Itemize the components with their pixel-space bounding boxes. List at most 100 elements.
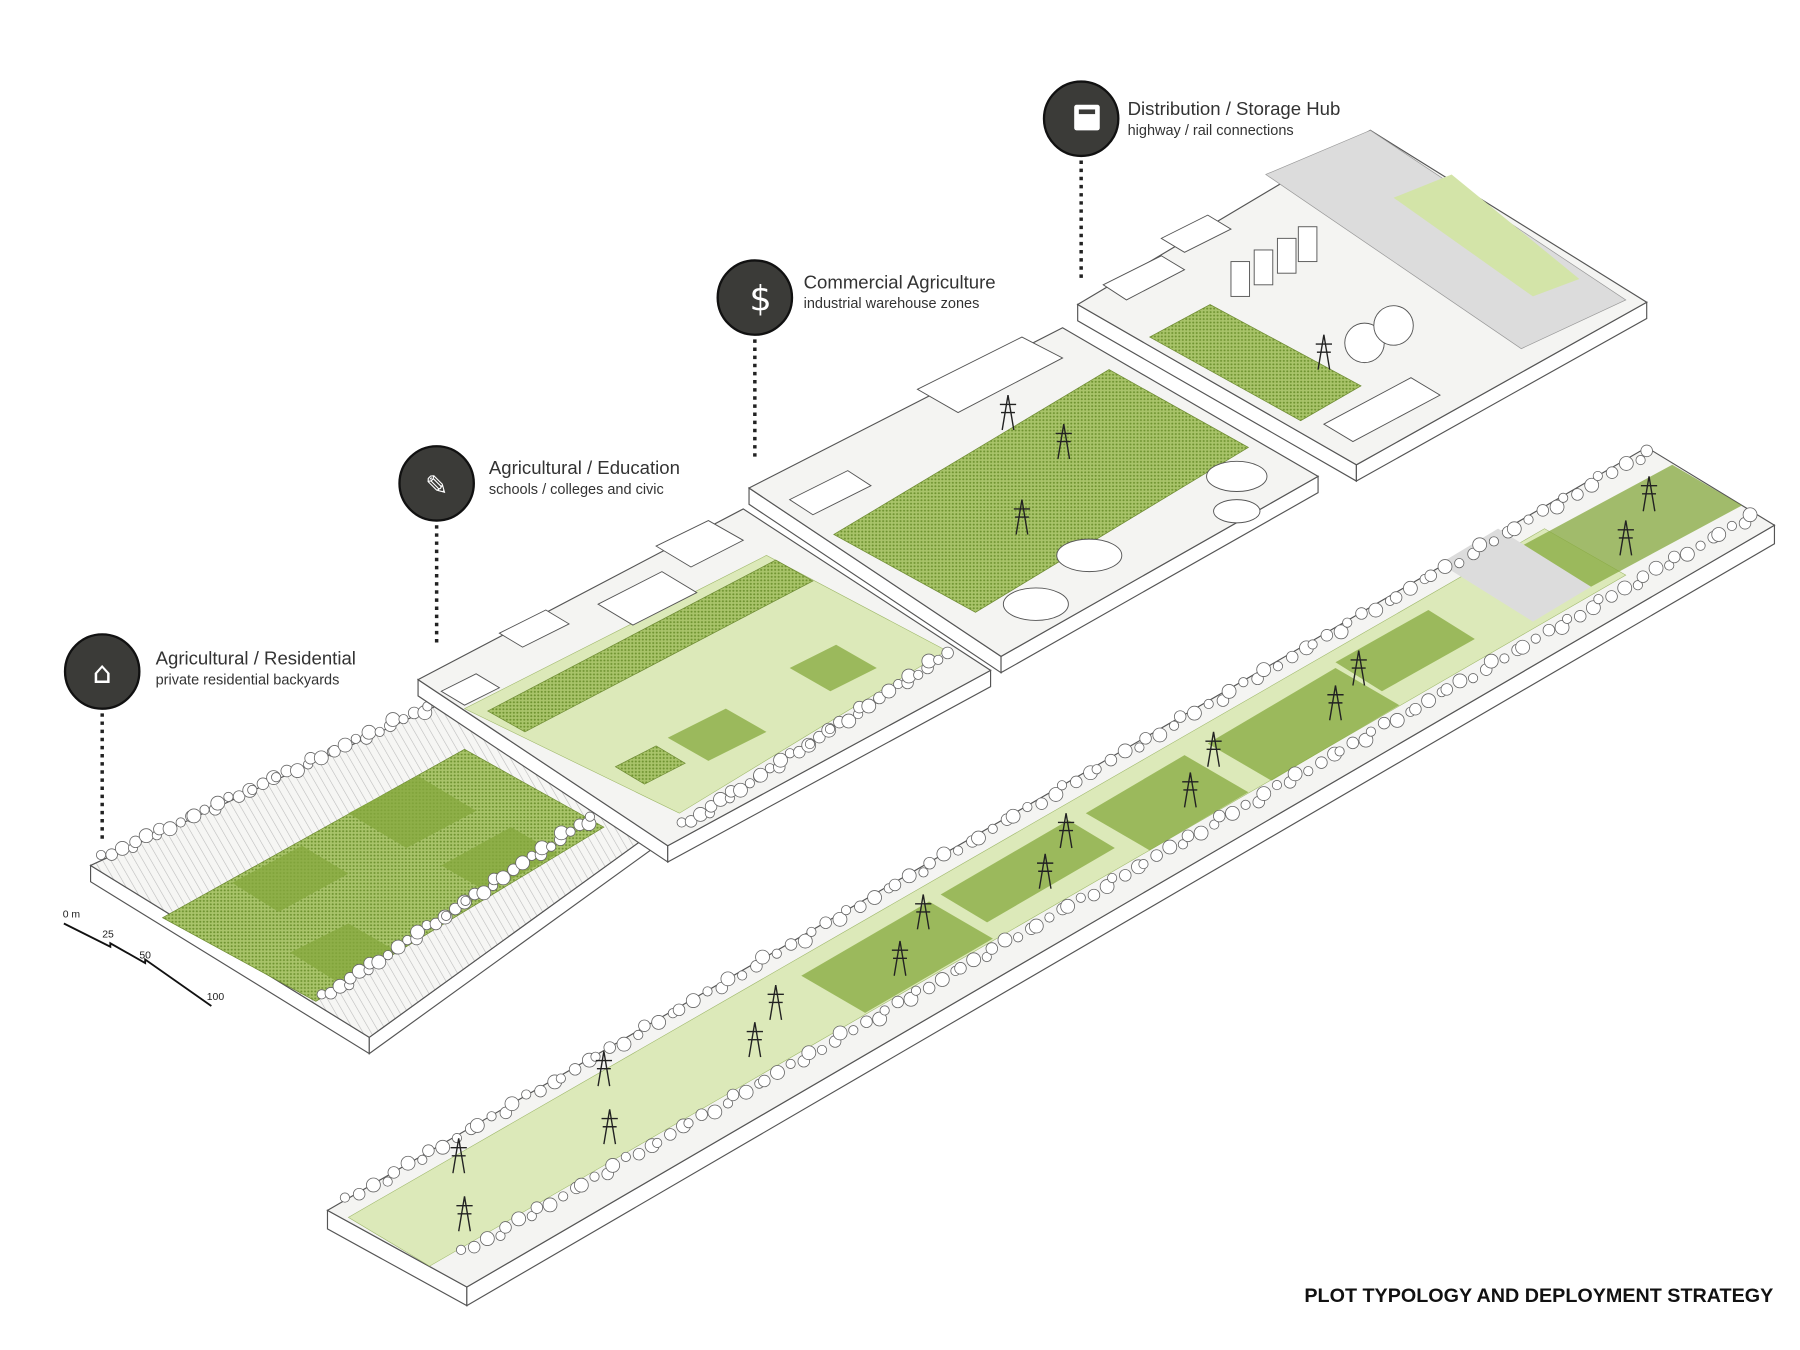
tree (526, 1211, 537, 1222)
tree (1048, 787, 1064, 802)
tree (469, 1118, 485, 1133)
tree (1028, 918, 1044, 934)
tree (1726, 520, 1737, 532)
storage-tank (1002, 460, 1268, 621)
callout-commercial: $ Commercial Agriculture industrial ware… (716, 259, 996, 460)
tree (806, 926, 817, 937)
tree (352, 1187, 366, 1201)
tree (290, 763, 305, 778)
tree (555, 1073, 566, 1084)
tree (1636, 570, 1650, 583)
pylon-icon (595, 1051, 612, 1087)
tree (387, 1166, 401, 1179)
typology-subtitle: industrial warehouse zones (804, 296, 980, 312)
tree (923, 856, 936, 870)
tree (903, 991, 919, 1007)
tree (1193, 825, 1209, 841)
tree (1506, 521, 1522, 537)
tree (1315, 756, 1328, 769)
tree (720, 971, 736, 987)
tree (499, 1221, 512, 1234)
plot-residential (89, 701, 652, 1055)
tree (507, 863, 520, 876)
tree (1365, 726, 1376, 737)
tree (1421, 693, 1436, 709)
tree (770, 1065, 785, 1080)
tree (1271, 780, 1282, 791)
svg-text:$: $ (750, 279, 772, 319)
tree-row (339, 444, 1653, 1203)
tree (1530, 633, 1541, 644)
typology-title: Agricultural / Residential (156, 648, 356, 669)
tree (784, 938, 798, 951)
tree (1488, 536, 1499, 547)
tree (417, 1154, 428, 1165)
tree (1104, 753, 1118, 767)
tree (590, 1051, 601, 1062)
tree (985, 942, 999, 955)
tree (371, 954, 387, 970)
tree (1013, 932, 1024, 943)
tree (504, 1096, 520, 1112)
tree (738, 1084, 754, 1100)
tree (1452, 673, 1468, 689)
tree (1437, 559, 1453, 574)
tree (573, 1177, 589, 1193)
tree (664, 1128, 677, 1141)
typology-subtitle: schools / colleges and civic (489, 482, 664, 498)
typology-subtitle: private residential backyards (156, 672, 340, 688)
pylon-icon (746, 1022, 763, 1058)
tree (1119, 869, 1132, 882)
tree (400, 1155, 416, 1171)
tree (981, 951, 992, 963)
tree (1542, 623, 1556, 637)
tree (1256, 786, 1272, 801)
tree (129, 835, 142, 849)
scale-bar: 0 m 25 50 100 (63, 910, 225, 1007)
tree (1632, 580, 1643, 591)
tree (616, 1036, 632, 1052)
tree (797, 933, 813, 949)
tree (1403, 580, 1418, 596)
tree (435, 1139, 451, 1155)
diagram-title: PLOT TYPOLOGY AND DEPLOYMENT STRATEGY (1304, 1285, 1773, 1307)
tree (366, 1177, 381, 1193)
tree (565, 826, 576, 837)
tree (1562, 613, 1573, 624)
pylon-icon (1350, 650, 1367, 686)
tree (1742, 507, 1758, 523)
tree (382, 950, 394, 961)
tree (771, 948, 782, 959)
tree (695, 1108, 708, 1121)
tree (1256, 662, 1272, 677)
tree (773, 752, 788, 768)
tree (455, 1244, 467, 1255)
scale-label-100: 100 (207, 992, 225, 1003)
tree (460, 895, 471, 906)
tree (441, 910, 452, 921)
tree (223, 791, 234, 802)
tree (1571, 488, 1584, 501)
tree (1221, 684, 1237, 699)
callout-residential: ⌂ Agricultural / Residential private res… (63, 633, 356, 843)
tree (860, 1015, 873, 1028)
plot-commercial (747, 327, 1320, 674)
tree (1117, 743, 1133, 759)
tree (848, 1025, 859, 1036)
tree (755, 949, 770, 965)
tree (495, 870, 511, 886)
tree (105, 848, 118, 861)
tree (1355, 607, 1368, 620)
tree (1617, 580, 1633, 596)
tree (922, 981, 936, 995)
tree (1060, 898, 1076, 914)
tree (385, 712, 401, 727)
tree-row (95, 701, 433, 861)
pylon-icon (1055, 424, 1072, 460)
tree (1592, 470, 1603, 482)
tree (605, 1158, 621, 1173)
tree (934, 972, 950, 987)
tree (733, 782, 748, 798)
tree (1454, 558, 1465, 569)
